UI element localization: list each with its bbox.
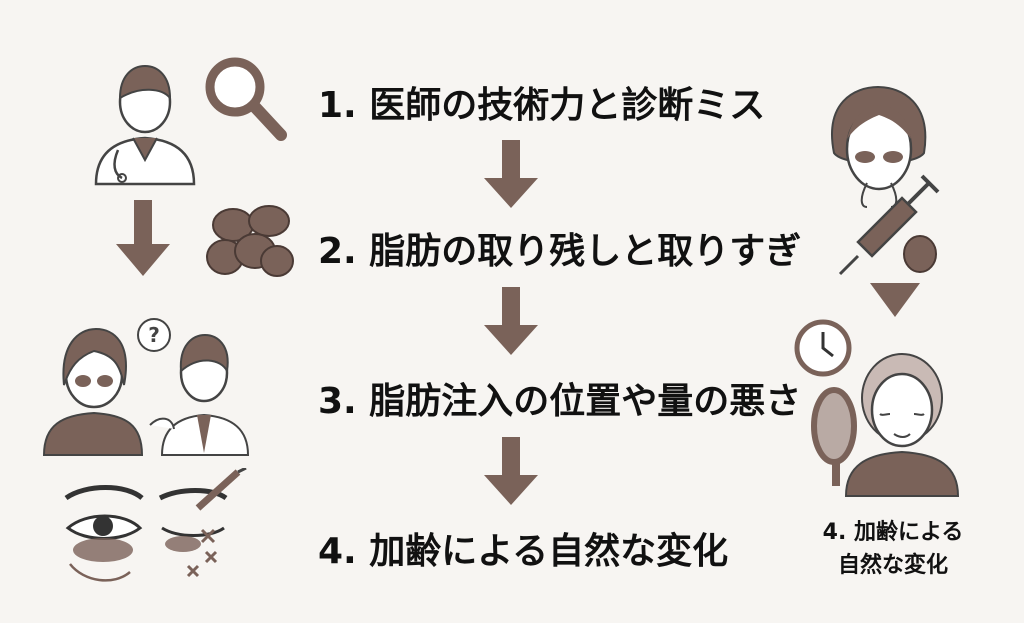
down-arrow-icon	[484, 437, 538, 505]
step-2-label: 2. 脂肪の取り残しと取りすぎ	[318, 231, 802, 272]
side-caption-line2: 自然な変化	[837, 553, 948, 578]
down-triangle-icon	[870, 283, 920, 317]
svg-text:?: ?	[148, 323, 160, 347]
fat-tissue-icon	[206, 205, 294, 277]
clock-icon	[794, 319, 852, 377]
step-4-label: 4. 加齢による自然な変化	[318, 531, 729, 572]
doctor-icon	[94, 64, 196, 186]
down-arrow-icon	[484, 287, 538, 355]
step-1-label: 1. 医師の技術力と診断ミス	[318, 85, 766, 126]
elderly-woman-mirror-icon	[811, 353, 960, 497]
patient-doctor-consultation-icon: ?	[42, 318, 250, 456]
eye-fat-injection-icon	[64, 468, 247, 582]
down-arrow-icon	[116, 200, 170, 276]
step-3-label: 3. 脂肪注入の位置や量の悪さ	[318, 381, 802, 422]
syringe-icon	[838, 174, 940, 276]
down-arrow-icon	[484, 140, 538, 208]
worried-woman-icon	[831, 85, 927, 208]
side-caption-line1: 4. 加齢による	[822, 520, 964, 545]
magnifier-icon	[205, 57, 287, 141]
